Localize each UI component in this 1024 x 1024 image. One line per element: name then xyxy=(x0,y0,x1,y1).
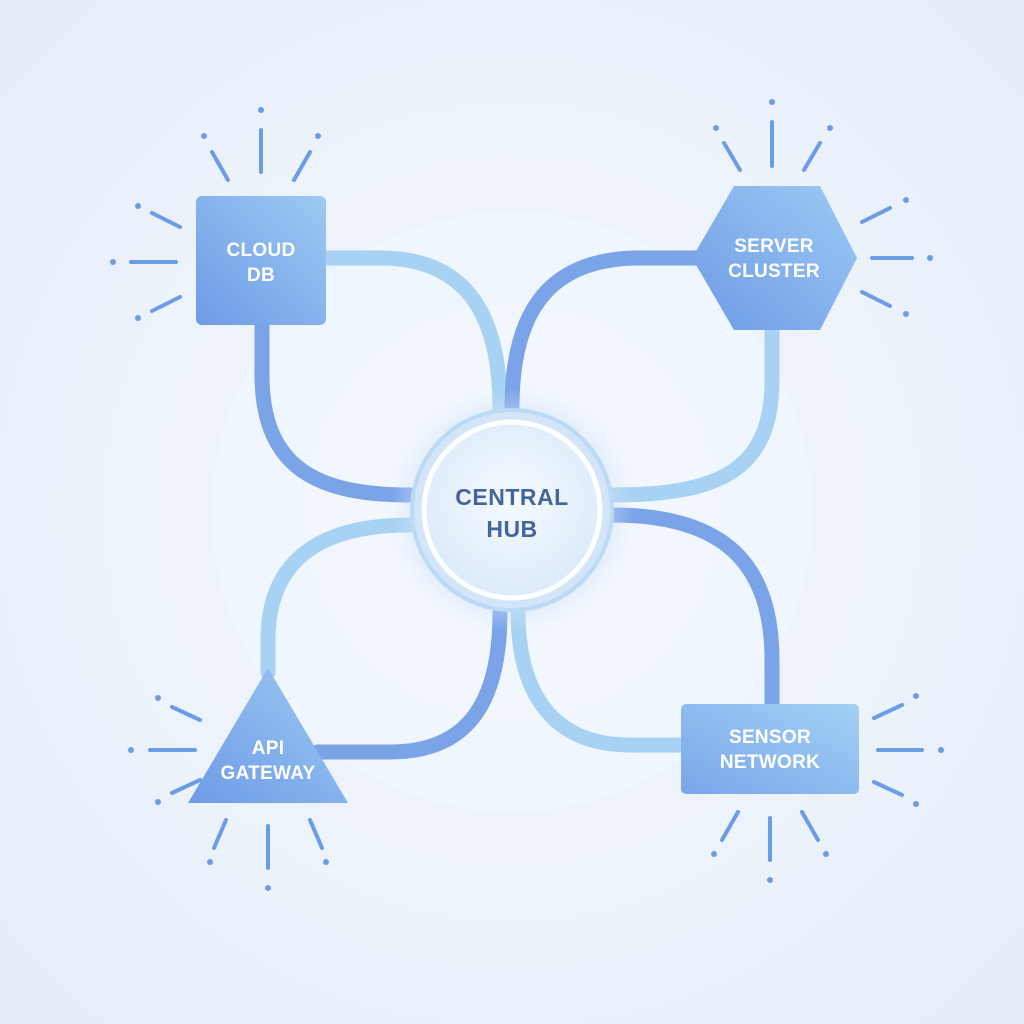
hub-inner-circle xyxy=(421,419,603,601)
signal-rays-api-gateway xyxy=(128,695,329,891)
sensor-network-label-line1: SENSOR xyxy=(729,727,811,748)
connector-sensor-hub-left xyxy=(510,604,692,753)
node-server-cluster: SERVER CLUSTER xyxy=(692,99,933,330)
api-gateway-label-line2: GATEWAY xyxy=(220,763,315,784)
cloud-db-label-line1: CLOUD xyxy=(226,240,295,261)
api-gateway-triangle xyxy=(188,668,348,803)
connector-clouddb-hub-down xyxy=(254,314,418,503)
sensor-network-rectangle xyxy=(681,704,859,794)
api-gateway-label-line1: API xyxy=(252,738,285,759)
central-hub: CENTRAL HUB xyxy=(390,388,634,632)
connector-server-hub-left xyxy=(504,250,703,416)
node-sensor-network: SENSOR NETWORK xyxy=(681,693,944,883)
cloud-db-label-line2: DB xyxy=(247,265,275,286)
server-cluster-label-line1: SERVER xyxy=(734,236,814,257)
sensor-network-label-line2: NETWORK xyxy=(720,752,820,773)
node-api-gateway: API GATEWAY xyxy=(128,668,348,891)
connector-api-hub-up xyxy=(260,517,418,680)
hub-label-line2: HUB xyxy=(486,516,537,542)
hub-label-line1: CENTRAL xyxy=(455,484,568,510)
connectors xyxy=(254,250,780,760)
connector-api-hub-right xyxy=(310,604,508,760)
connector-clouddb-hub-right xyxy=(317,250,508,416)
connector-sensor-hub-up xyxy=(604,507,780,713)
cloud-db-square xyxy=(196,196,326,325)
server-cluster-hexagon xyxy=(692,186,857,330)
connector-server-hub-down xyxy=(604,322,780,503)
signal-rays-server-cluster xyxy=(713,99,933,317)
server-cluster-label-line2: CLUSTER xyxy=(728,261,820,282)
signal-rays-cloud-db xyxy=(110,107,321,321)
signal-rays-sensor-network xyxy=(711,693,944,883)
node-cloud-db: CLOUD DB xyxy=(110,107,326,325)
